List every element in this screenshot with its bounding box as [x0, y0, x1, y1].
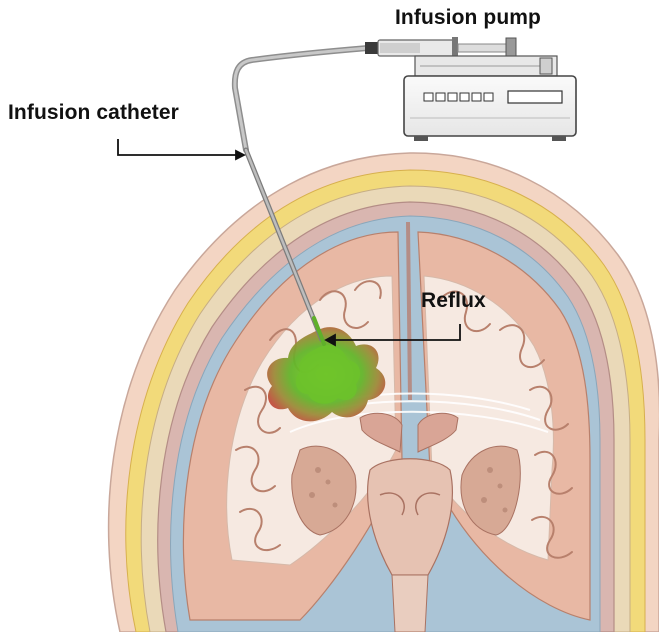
- infusion-pump-icon: [365, 37, 576, 141]
- catheter-pointer: [118, 139, 244, 159]
- infusion-catheter-label: Infusion catheter: [8, 101, 179, 125]
- infusion-pump-label: Infusion pump: [395, 6, 541, 30]
- brain-cross-section-icon: [109, 153, 659, 632]
- reflux-label: Reflux: [421, 289, 486, 313]
